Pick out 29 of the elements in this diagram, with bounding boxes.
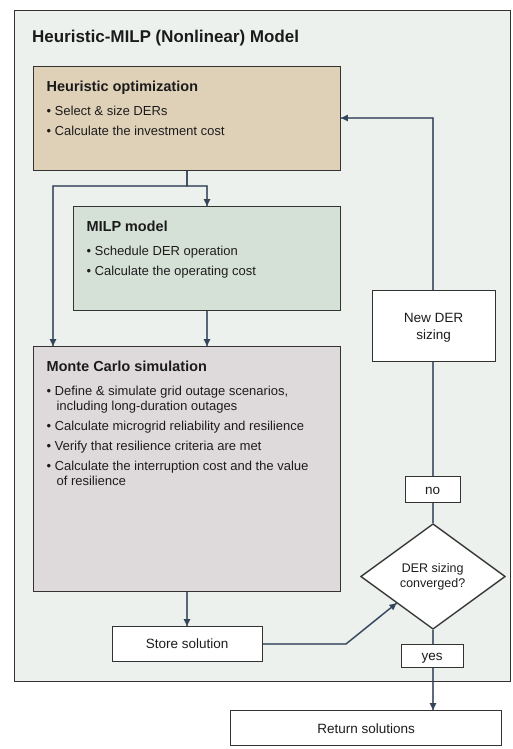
step-box: Store solution (112, 626, 262, 662)
process-box (32, 346, 340, 592)
arrow (263, 602, 397, 645)
bullet-item: • Calculate the interruption cost and the value of resilience (46, 458, 310, 488)
bullet-item: • Schedule DER operation (86, 242, 239, 258)
step-box: Return solutions (230, 710, 502, 746)
bullet-item: • Verify that resilience criteria are met (46, 438, 262, 452)
arrow (341, 114, 434, 290)
box-heading: MILP model (86, 218, 169, 234)
box-heading: Monte Carlo simulation (46, 358, 208, 374)
frame-panel (14, 10, 511, 682)
process-box (72, 206, 340, 310)
process-box (32, 66, 340, 170)
arrow (430, 668, 436, 710)
arrow (184, 592, 190, 626)
bullet-item: • Calculate the operating cost (86, 262, 257, 278)
bullet-item: • Calculate microgrid reliability and resilience (46, 418, 305, 432)
frame-title: Heuristic-MILP (Nonlinear) Model (32, 27, 299, 47)
decision-text: DER sizing converged? (398, 561, 466, 591)
step-box: no (404, 476, 460, 502)
bullet-item: • Calculate the investment cost (46, 122, 226, 138)
step-box: New DER sizing (372, 290, 496, 362)
bullet-item: • Select & size DERs (46, 102, 168, 118)
decision-diamond (360, 522, 506, 630)
step-box: yes (400, 644, 464, 668)
arrow (204, 311, 210, 346)
box-heading: Heuristic optimization (46, 78, 199, 94)
arrow (50, 171, 188, 346)
bullet-item: • Define & simulate grid outage scenarios, including long-duration outages (46, 382, 290, 412)
